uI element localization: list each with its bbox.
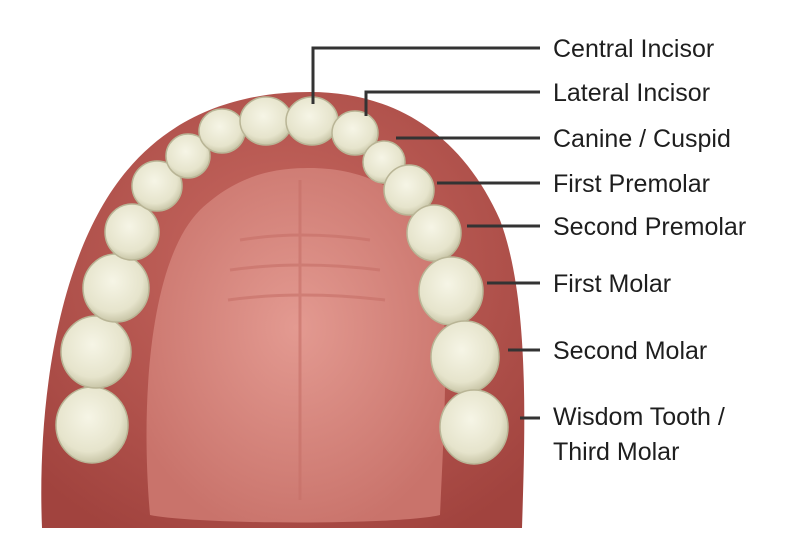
label-first-premolar: First Premolar (553, 170, 710, 198)
left-second-premolar (104, 203, 160, 261)
left-first-molar (82, 253, 150, 323)
label-central-incisor: Central Incisor (553, 35, 715, 63)
right-first-molar (418, 256, 484, 326)
label-canine: Canine / Cuspid (553, 125, 731, 153)
left-canine (165, 133, 211, 179)
left-central-incisor (239, 96, 293, 146)
right-second-molar (430, 320, 500, 394)
leader-central-incisor (311, 46, 540, 104)
right-second-premolar (406, 204, 462, 262)
right-wisdom-tooth (439, 389, 509, 465)
right-first-premolar (383, 164, 435, 216)
right-central-incisor (285, 96, 339, 146)
leader-lines (311, 46, 540, 420)
label-first-molar: First Molar (553, 270, 672, 298)
left-lateral-incisor (198, 108, 246, 154)
palate (146, 168, 446, 523)
left-wisdom-tooth (55, 386, 129, 464)
label-third-molar: Third Molar (553, 438, 680, 466)
label-lateral-incisor: Lateral Incisor (553, 79, 711, 107)
label-wisdom-tooth: Wisdom Tooth / (553, 403, 725, 431)
right-lateral-incisor (331, 110, 379, 156)
leader-lateral-incisor (364, 90, 540, 116)
left-second-molar (60, 315, 132, 389)
label-second-molar: Second Molar (553, 337, 708, 365)
left-first-premolar (131, 160, 183, 212)
palate-ridges (227, 180, 386, 500)
label-second-premolar: Second Premolar (553, 213, 747, 241)
teeth (55, 96, 509, 465)
